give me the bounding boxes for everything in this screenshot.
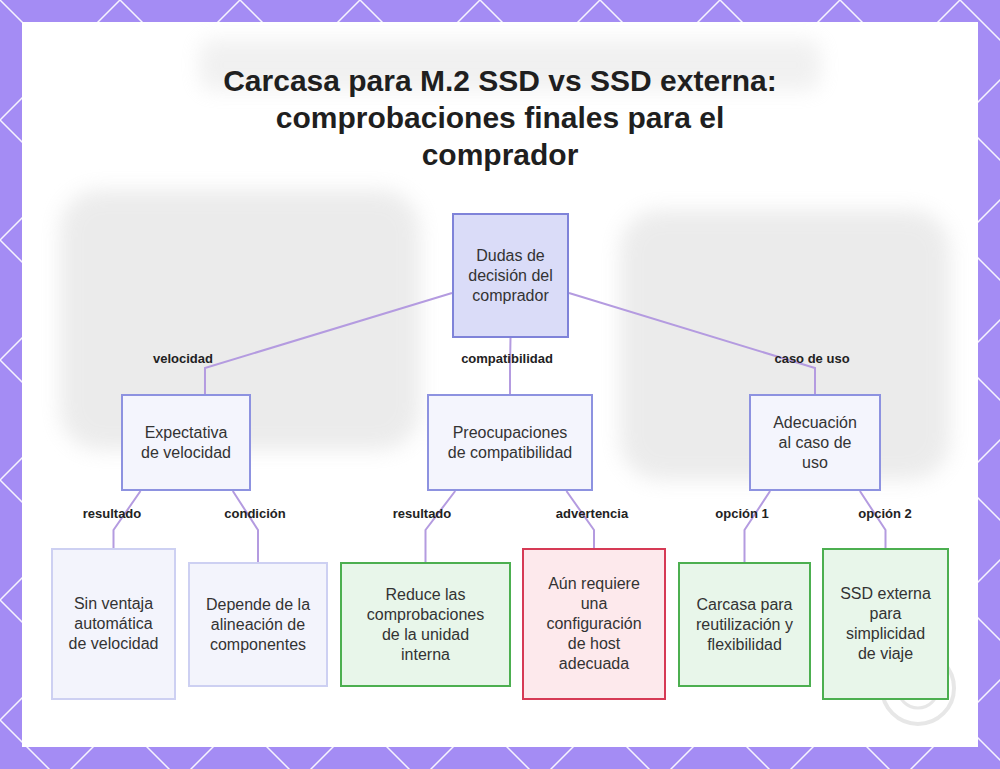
node-text: Preocupaciones de compatibilidad: [443, 423, 577, 463]
root-box: Dudas de decisión del comprador: [452, 213, 569, 338]
option-box: Carcasa para reutilización y flexibilida…: [678, 562, 811, 687]
edge-label: compatibilidad: [461, 351, 553, 366]
edge-label: opción 1: [715, 506, 768, 521]
node-text: Adecuación al caso de uso: [765, 413, 865, 473]
edge-label: resultado: [83, 506, 142, 521]
node-text: Depende de la alineación de componentes: [204, 595, 312, 655]
node-text: Reduce las comprobaciones de la unidad i…: [356, 585, 495, 665]
node-text: Expectativa de velocidad: [137, 423, 235, 463]
connector-line: [205, 293, 452, 394]
connector-line: [233, 491, 258, 562]
edge-label: advertencia: [556, 506, 628, 521]
outcome-box: Sin ventaja automática de velocidad: [51, 548, 176, 700]
edge-label: resultado: [393, 506, 452, 521]
warning-box: Aún requiere una configuración de host a…: [522, 548, 666, 700]
option-box: SSD externa para simplicidad de viaje: [822, 548, 949, 700]
edge-label: velocidad: [153, 351, 213, 366]
outcome-box: Depende de la alineación de componentes: [188, 562, 328, 687]
connector-line: [426, 491, 456, 562]
node-text: Dudas de decisión del comprador: [466, 246, 555, 306]
edge-label: caso de uso: [774, 351, 849, 366]
node-text: Aún requiere una configuración de host a…: [538, 574, 650, 674]
category-box: Preocupaciones de compatibilidad: [427, 394, 593, 491]
connector-line: [745, 491, 771, 562]
connector-line: [509, 338, 512, 394]
edge-label: opción 2: [858, 506, 911, 521]
connector-line: [569, 293, 815, 394]
category-box: Adecuación al caso de uso: [749, 394, 881, 491]
outcome-box: Reduce las comprobaciones de la unidad i…: [340, 562, 511, 687]
node-text: Sin ventaja automática de velocidad: [67, 594, 160, 654]
diagram-title: Carcasa para M.2 SSD vs SSD externa: com…: [210, 62, 790, 173]
edge-label: condición: [224, 506, 285, 521]
node-text: SSD externa para simplicidad de viaje: [838, 584, 933, 664]
category-box: Expectativa de velocidad: [121, 394, 251, 491]
node-text: Carcasa para reutilización y flexibilida…: [694, 595, 795, 655]
